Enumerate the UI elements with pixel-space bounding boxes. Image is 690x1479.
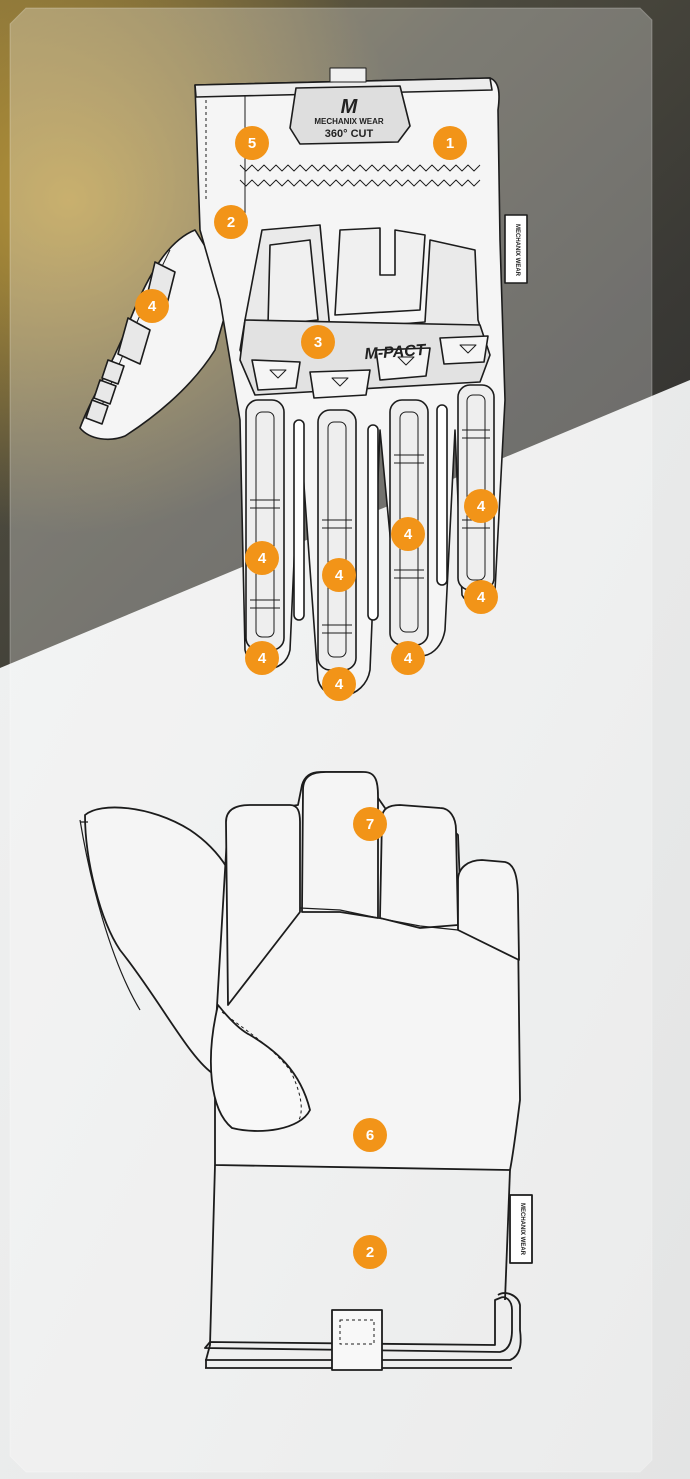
svg-text:7: 7 — [366, 816, 374, 833]
callout-badge: 4 — [245, 641, 279, 675]
svg-text:4: 4 — [404, 526, 413, 543]
callout-badge: 4 — [322, 558, 356, 592]
svg-text:2: 2 — [366, 1244, 374, 1261]
svg-text:4: 4 — [477, 498, 486, 515]
svg-text:6: 6 — [366, 1127, 374, 1144]
callout-badge: 2 — [353, 1235, 387, 1269]
svg-text:4: 4 — [258, 650, 267, 667]
logo-mark: M — [341, 96, 359, 118]
callout-badge: 4 — [135, 289, 169, 323]
svg-text:4: 4 — [335, 676, 344, 693]
svg-text:1: 1 — [446, 135, 454, 152]
callout-badge: 4 — [464, 580, 498, 614]
svg-text:4: 4 — [477, 589, 486, 606]
svg-text:4: 4 — [335, 567, 344, 584]
callout-badge: 4 — [464, 489, 498, 523]
callout-badge: 4 — [245, 541, 279, 575]
callout-badge: 7 — [353, 807, 387, 841]
svg-text:2: 2 — [227, 214, 235, 231]
side-tag-text-bottom: MECHANIX WEAR — [519, 1203, 525, 1256]
callout-badge: 4 — [391, 517, 425, 551]
callout-badge: 5 — [235, 126, 269, 160]
cuff-rating: 360° CUT — [325, 128, 374, 140]
callout-badge: 6 — [353, 1118, 387, 1152]
callout-badge: 4 — [322, 667, 356, 701]
callout-badge: 3 — [301, 325, 335, 359]
svg-text:4: 4 — [148, 298, 157, 315]
logo-name: MECHANIX WEAR — [314, 117, 384, 126]
callout-badge: 1 — [433, 126, 467, 160]
callout-badge: 4 — [391, 641, 425, 675]
svg-text:3: 3 — [314, 334, 322, 351]
callout-badge: 2 — [214, 205, 248, 239]
side-tag-text-top: MECHANIX WEAR — [514, 224, 520, 277]
svg-text:4: 4 — [258, 550, 267, 567]
svg-text:4: 4 — [404, 650, 413, 667]
svg-text:5: 5 — [248, 135, 256, 152]
